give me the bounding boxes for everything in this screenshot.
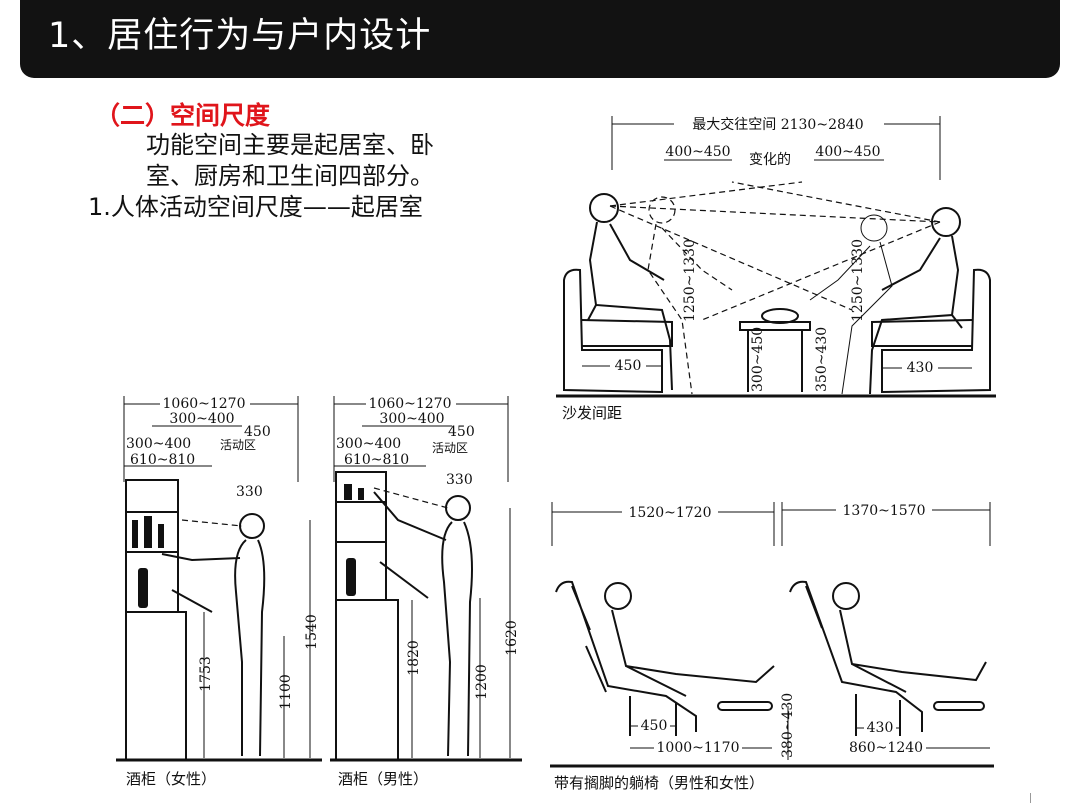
female-w-d: 610~810 [130, 452, 195, 468]
page-title: 1、居住行为与户内设计 [48, 16, 432, 56]
female-h-reach: 1753 [198, 656, 214, 692]
sofa-height-left: 1250~1330 [682, 239, 698, 322]
recliner-seat-right: 430 [867, 720, 894, 736]
title-bar: 1、居住行为与户内设计 [20, 0, 1060, 78]
female-w-c: 300~400 [126, 436, 191, 452]
body-text: 功能空间主要是起居室、卧室、厨房和卫生间四部分。 1.人体活动空间尺度——起居室 [88, 130, 448, 223]
female-eye: 330 [236, 484, 263, 500]
recliner-h-seat: 380~430 [780, 693, 796, 758]
cabinet-male-diagram: 1060~1270 300~400 450 300~400 活动区 610~81… [328, 392, 524, 794]
male-h-eye: 1620 [504, 620, 520, 656]
female-h-eye: 1540 [304, 614, 320, 650]
sofa-top-dim: 最大交往空间 2130~2840 [692, 116, 863, 133]
female-w-a: 300~400 [169, 411, 234, 427]
sofa-seat-left: 450 [615, 358, 642, 374]
male-activity: 活动区 [432, 441, 468, 455]
page-edge-mark [1030, 793, 1031, 803]
recliner-w-right: 1370~1570 [843, 503, 926, 519]
male-w-d: 610~810 [344, 452, 409, 468]
male-w-total: 1060~1270 [369, 396, 452, 412]
paragraph-functional-spaces: 功能空间主要是起居室、卧室、厨房和卫生间四部分。 [146, 131, 434, 190]
female-h-counter: 1100 [278, 674, 294, 710]
recliner-len-right: 860~1240 [849, 740, 923, 756]
paragraph-living-room: 1.人体活动空间尺度——起居室 [88, 193, 423, 221]
sofa-left-range: 400~450 [665, 144, 730, 160]
sofa-spacing-diagram: 最大交往空间 2130~2840 400~450 变化的 400~450 125… [552, 110, 1002, 430]
sofa-table-left: 300~450 [750, 327, 766, 392]
sofa-table-right: 350~430 [814, 327, 830, 392]
recliner-len-left: 1000~1170 [657, 740, 740, 756]
recliner-w-left: 1520~1720 [629, 505, 712, 521]
sofa-height-right: 1250~1330 [850, 239, 866, 322]
male-eye: 330 [446, 472, 473, 488]
male-h-reach: 1820 [406, 640, 422, 676]
male-caption: 酒柜（男性） [338, 770, 428, 788]
recliner-diagram: 1520~1720 1370~1570 450 1000~1170 380~43… [546, 496, 998, 796]
female-activity: 活动区 [220, 438, 256, 452]
female-w-b: 450 [244, 424, 271, 440]
male-w-a: 300~400 [379, 411, 444, 427]
section-heading: （二）空间尺度 [95, 101, 271, 130]
cabinet-female-diagram: 1060~1270 300~400 450 300~400 活动区 610~81… [112, 392, 324, 794]
male-w-b: 450 [448, 424, 475, 440]
sofa-right-range: 400~450 [815, 144, 880, 160]
sofa-changing: 变化的 [749, 152, 791, 168]
female-w-total: 1060~1270 [163, 396, 246, 412]
male-w-c: 300~400 [336, 436, 401, 452]
female-caption: 酒柜（女性） [126, 770, 216, 788]
sofa-caption: 沙发间距 [562, 404, 622, 422]
recliner-seat-left: 450 [641, 718, 668, 734]
sofa-seat-right: 430 [907, 360, 934, 376]
male-h-counter: 1200 [474, 664, 490, 700]
recliner-caption: 带有搁脚的躺椅（男性和女性） [554, 774, 764, 792]
